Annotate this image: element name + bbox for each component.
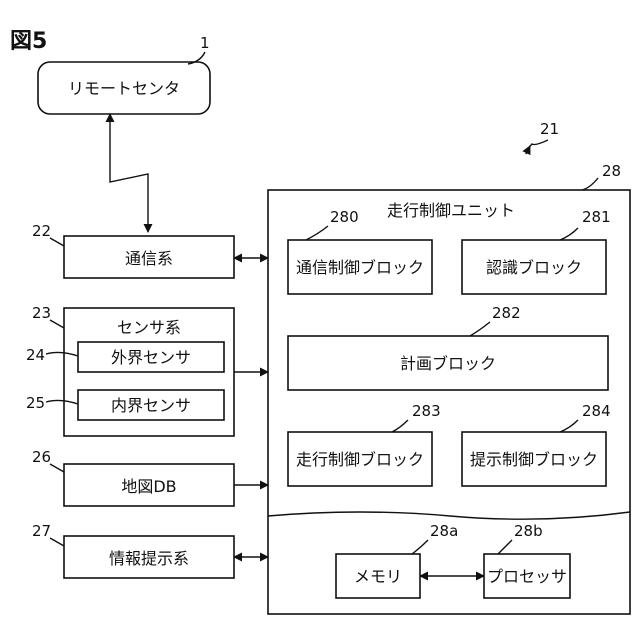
system-ref: 21 [540,120,559,138]
wireless-link [110,114,148,232]
memory-label: メモリ [354,567,402,586]
sensor-label: センサ系 [117,318,181,337]
int-sensor-ref: 25 [26,394,45,412]
info-ref-leader [50,538,64,546]
sensor-ref-leader [50,320,64,328]
block-283-ref: 283 [412,402,441,420]
remote-center-ref: 1 [200,34,210,52]
block-280-label: 通信制御ブロック [296,258,424,277]
block-281-label: 認識ブロック [486,258,582,277]
block-284-ref: 284 [582,402,611,420]
mapdb-label: 地図DB [121,477,176,496]
unit-ref-leader [582,178,598,190]
block-283-label: 走行制御ブロック [296,450,424,469]
info-label: 情報提示系 [109,549,189,568]
mapdb-ref: 26 [32,448,51,466]
unit-title: 走行制御ユニット [387,201,515,220]
processor-label: プロセッサ [487,567,567,586]
comm-label: 通信系 [125,249,173,268]
block-281-ref: 281 [582,208,611,226]
figure-label: 図5 [10,29,47,54]
unit-ref: 28 [602,162,621,180]
block-282-label: 計画ブロック [400,354,496,373]
memory-ref: 28a [430,522,458,540]
processor-ref: 28b [514,522,543,540]
mapdb-ref-leader [50,464,64,472]
ext-sensor-label: 外界センサ [111,348,191,367]
system-ref-arrow [526,146,530,154]
comm-ref-leader [50,238,64,246]
ext-sensor-ref: 24 [26,346,45,364]
int-sensor-label: 内界センサ [111,396,191,415]
block-280-ref: 280 [330,208,359,226]
block-282-ref: 282 [492,304,521,322]
sensor-ref: 23 [32,304,51,322]
block-284-label: 提示制御ブロック [470,450,598,469]
comm-ref: 22 [32,222,51,240]
info-ref: 27 [32,522,51,540]
remote-center-label: リモートセンタ [68,79,180,98]
